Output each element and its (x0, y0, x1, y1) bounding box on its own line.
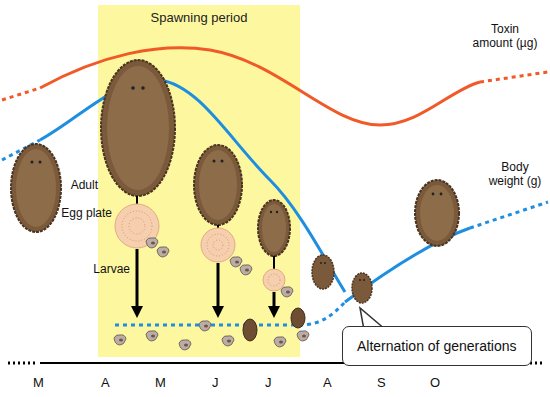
node-text: Alternation of generations (357, 336, 517, 356)
month-label: J (212, 375, 219, 390)
larva (274, 337, 286, 347)
larva (146, 238, 158, 248)
time-axis-dotted (8, 362, 36, 365)
adult-worm (194, 145, 242, 225)
young-worm (352, 273, 372, 303)
juvenile-worm (243, 319, 257, 341)
adult-worm (101, 60, 175, 196)
series-label: Body weight (g) (485, 160, 545, 188)
adult-worm (258, 200, 290, 256)
young-worm (312, 255, 334, 289)
weight-curve-dashed (470, 202, 548, 228)
larva (240, 265, 252, 275)
month-label: A (323, 375, 332, 390)
stalk (136, 196, 138, 204)
egg-plate (263, 269, 285, 291)
month-label: A (101, 375, 110, 390)
weight-curve (345, 228, 470, 302)
egg-plate (115, 204, 159, 248)
spawning-period-band: Spawning period (98, 5, 300, 357)
egg-plate (201, 228, 235, 262)
part-label: Egg plate (56, 206, 112, 220)
larva (297, 331, 309, 341)
adult-worm (415, 180, 459, 246)
larva (157, 247, 169, 257)
part-label: Adult (58, 178, 98, 192)
larva (179, 340, 191, 350)
weight-curve (40, 80, 345, 292)
callout-box: Alternation of generations (342, 326, 532, 366)
larva (230, 257, 242, 267)
larva (222, 336, 234, 346)
development-arrow (273, 292, 276, 312)
month-label: J (265, 375, 272, 390)
month-label: O (430, 375, 440, 390)
month-label: S (377, 375, 386, 390)
weight-curve-dashed (115, 302, 345, 325)
larva (281, 287, 293, 297)
stalk (273, 256, 275, 269)
month-label: M (33, 375, 44, 390)
series-label: Toxin amount (µg) (470, 22, 540, 50)
larva (199, 321, 211, 331)
development-arrow (136, 249, 139, 312)
adult-worm (11, 144, 61, 232)
month-label: M (155, 375, 166, 390)
node-text: Spawning period (98, 10, 300, 25)
part-label: Larvae (78, 262, 130, 276)
toxin-curve-dashed (480, 72, 548, 82)
larva (146, 331, 158, 341)
juvenile-worm (291, 308, 305, 328)
larva (114, 335, 126, 345)
development-arrow (217, 263, 220, 312)
toxin-curve-dashed (2, 88, 40, 100)
